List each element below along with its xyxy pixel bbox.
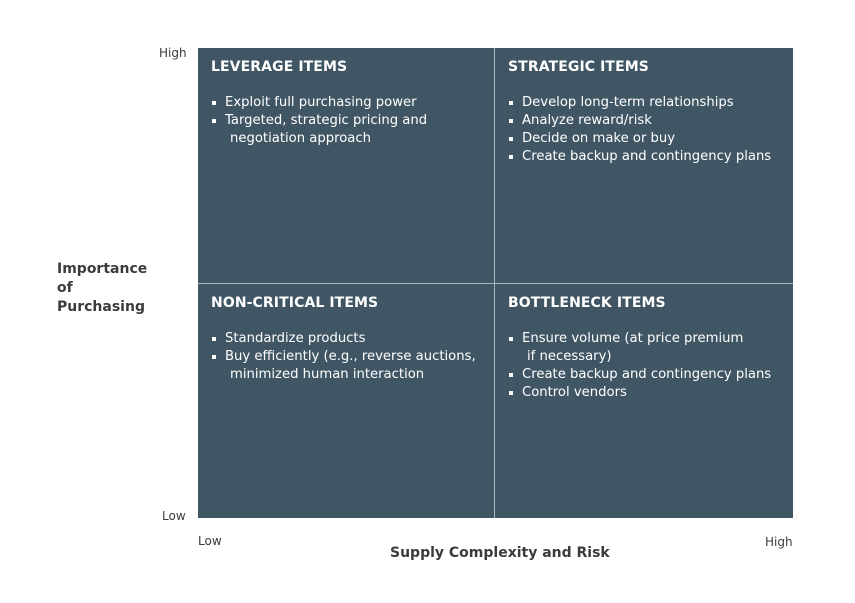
list-item: Create backup and contingency plans [508, 366, 781, 384]
y-axis-title-line2: Purchasing [57, 299, 145, 315]
bullet-text: Buy efficiently (e.g., reverse auctions, [225, 349, 476, 364]
y-axis-title: Importance of Purchasing [57, 260, 167, 317]
x-axis-title: Supply Complexity and Risk [390, 545, 610, 561]
bullet-text: Standardize products [225, 331, 366, 346]
bullet-list: Develop long-term relationships Analyze … [508, 94, 781, 166]
quadrant-title: STRATEGIC ITEMS [508, 59, 649, 75]
quadrant-title: NON-CRITICAL ITEMS [211, 295, 379, 311]
list-item: Develop long-term relationships [508, 94, 781, 112]
bullet-text: Targeted, strategic pricing and [225, 113, 428, 128]
y-axis-high-label: High [159, 46, 187, 60]
list-item: Create backup and contingency plans [508, 148, 781, 166]
quadrant-leverage-items: LEVERAGE ITEMS Exploit full purchasing p… [198, 48, 494, 283]
list-item: Analyze reward/risk [508, 112, 781, 130]
list-item: Buy efficiently (e.g., reverse auctions,… [211, 348, 482, 384]
x-axis-low-label: Low [198, 534, 222, 548]
bullet-text: Ensure volume (at price premium [522, 331, 744, 346]
quadrant-title: BOTTLENECK ITEMS [508, 295, 666, 311]
bullet-list: Ensure volume (at price premium if neces… [508, 330, 781, 402]
bullet-list: Exploit full purchasing power Targeted, … [211, 94, 482, 148]
bullet-text: Control vendors [522, 385, 627, 400]
y-axis-low-label: Low [162, 509, 186, 523]
bullet-text: Analyze reward/risk [522, 113, 652, 128]
bullet-text: Decide on make or buy [522, 131, 676, 146]
horizontal-divider [198, 283, 793, 284]
quadrant-non-critical-items: NON-CRITICAL ITEMS Standardize products … [198, 284, 494, 518]
list-item: Targeted, strategic pricing and negotiat… [211, 112, 482, 148]
bullet-text: Exploit full purchasing power [225, 95, 417, 110]
bullet-continuation: negotiation approach [230, 131, 371, 146]
quadrant-strategic-items: STRATEGIC ITEMS Develop long-term relati… [495, 48, 793, 283]
quadrant-bottleneck-items: BOTTLENECK ITEMS Ensure volume (at price… [495, 284, 793, 518]
list-item: Exploit full purchasing power [211, 94, 482, 112]
bullet-text: Develop long-term relationships [522, 95, 734, 110]
bullet-continuation: if necessary) [527, 349, 612, 364]
bullet-continuation: minimized human interaction [230, 367, 425, 382]
quadrant-title: LEVERAGE ITEMS [211, 59, 348, 75]
y-axis-title-line1: Importance of [57, 261, 148, 296]
bullet-text: Create backup and contingency plans [522, 367, 772, 382]
kraljic-matrix: LEVERAGE ITEMS Exploit full purchasing p… [198, 48, 793, 518]
list-item: Ensure volume (at price premium if neces… [508, 330, 781, 366]
list-item: Control vendors [508, 384, 781, 402]
bullet-text: Create backup and contingency plans [522, 149, 772, 164]
bullet-list: Standardize products Buy efficiently (e.… [211, 330, 482, 384]
list-item: Standardize products [211, 330, 482, 348]
x-axis-high-label: High [765, 535, 793, 549]
list-item: Decide on make or buy [508, 130, 781, 148]
